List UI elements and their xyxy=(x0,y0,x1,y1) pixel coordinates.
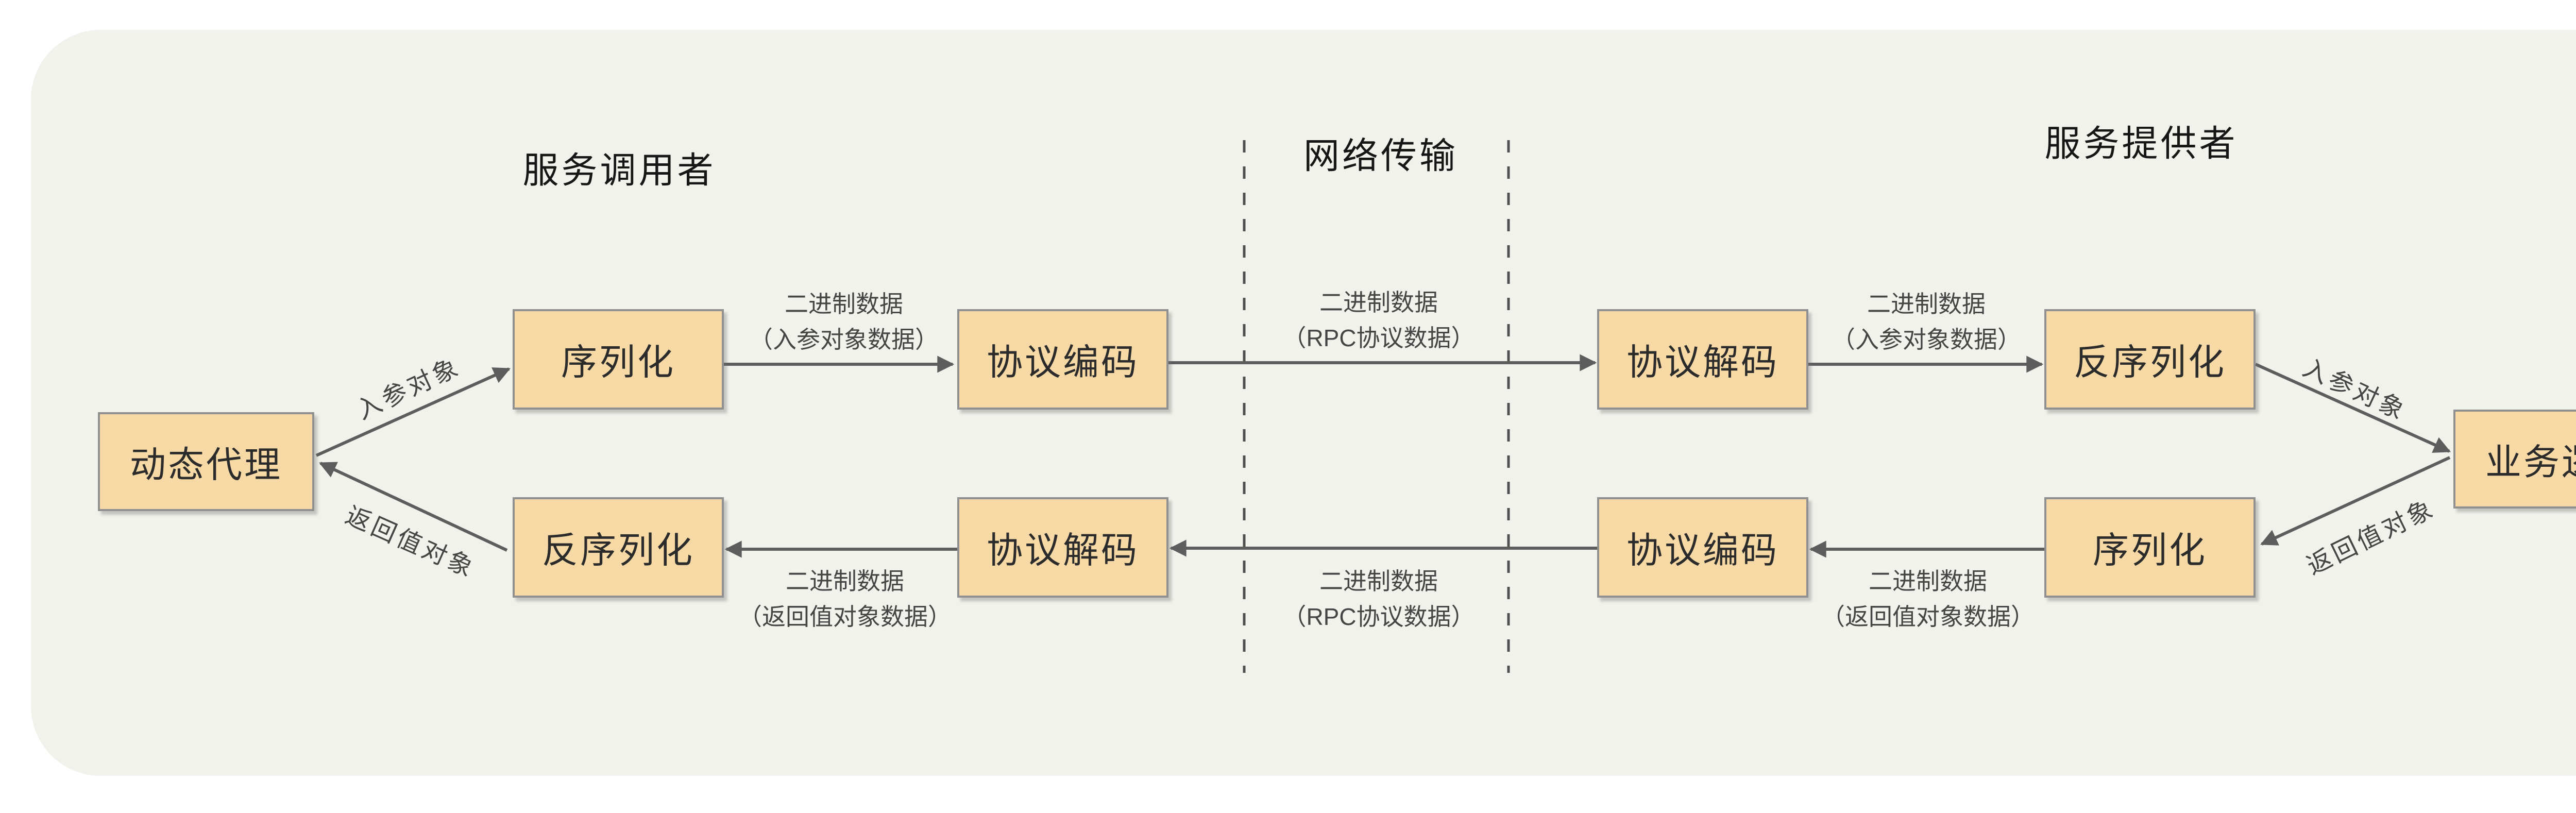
label-line1: 二进制数据 xyxy=(1867,291,1986,317)
section-title-service-caller: 服务调用者 xyxy=(522,150,716,191)
node-caller-protocol-decode: 协议解码 xyxy=(957,497,1168,598)
node-caller-deserialize: 反序列化 xyxy=(513,497,724,598)
section-title-service-provider: 服务提供者 xyxy=(2044,123,2238,164)
label-line2: （返回值对象数据） xyxy=(1821,603,2035,630)
label-binary-return-response-provider: 二进制数据 （返回值对象数据） xyxy=(1821,564,2035,635)
label-line1: 二进制数据 xyxy=(785,291,903,317)
label-binary-rpc-response: 二进制数据 （RPC协议数据） xyxy=(1282,564,1475,635)
label-binary-in-param-request: 二进制数据 （入参对象数据） xyxy=(749,286,939,358)
label-line1: 二进制数据 xyxy=(786,568,904,595)
label-binary-return-response: 二进制数据 （返回值对象数据） xyxy=(738,564,952,635)
arrow-deserialize-to-business xyxy=(2255,363,2451,453)
node-provider-serialize: 序列化 xyxy=(2044,497,2256,598)
label-line2: （入参对象数据） xyxy=(1832,326,2021,353)
section-title-network-transport: 网络传输 xyxy=(1303,136,1458,176)
node-provider-protocol-encode: 协议编码 xyxy=(1597,497,1808,598)
node-provider-deserialize: 反序列化 xyxy=(2044,309,2256,410)
label-binary-rpc-request: 二进制数据 （RPC协议数据） xyxy=(1282,285,1475,356)
label-line1: 二进制数据 xyxy=(1319,289,1438,316)
node-caller-serialize: 序列化 xyxy=(513,309,724,410)
label-line2: （RPC协议数据） xyxy=(1282,325,1475,351)
label-line2: （入参对象数据） xyxy=(749,326,939,353)
node-provider-protocol-decode: 协议解码 xyxy=(1597,309,1808,410)
label-line1: 二进制数据 xyxy=(1319,568,1438,595)
arrow-business-to-serialize xyxy=(2260,456,2451,546)
node-caller-protocol-encode: 协议编码 xyxy=(957,309,1168,410)
node-business-logic: 业务逻辑 xyxy=(2453,410,2576,509)
label-binary-in-param-request-provider: 二进制数据 （入参对象数据） xyxy=(1832,286,2021,358)
label-line2: （RPC协议数据） xyxy=(1282,603,1475,630)
label-line1: 二进制数据 xyxy=(1869,568,1987,595)
label-line2: （返回值对象数据） xyxy=(738,603,952,630)
arrow-deserialize-to-proxy xyxy=(319,462,508,552)
node-dynamic-proxy: 动态代理 xyxy=(98,412,314,511)
arrow-proxy-to-serialize xyxy=(315,367,511,457)
